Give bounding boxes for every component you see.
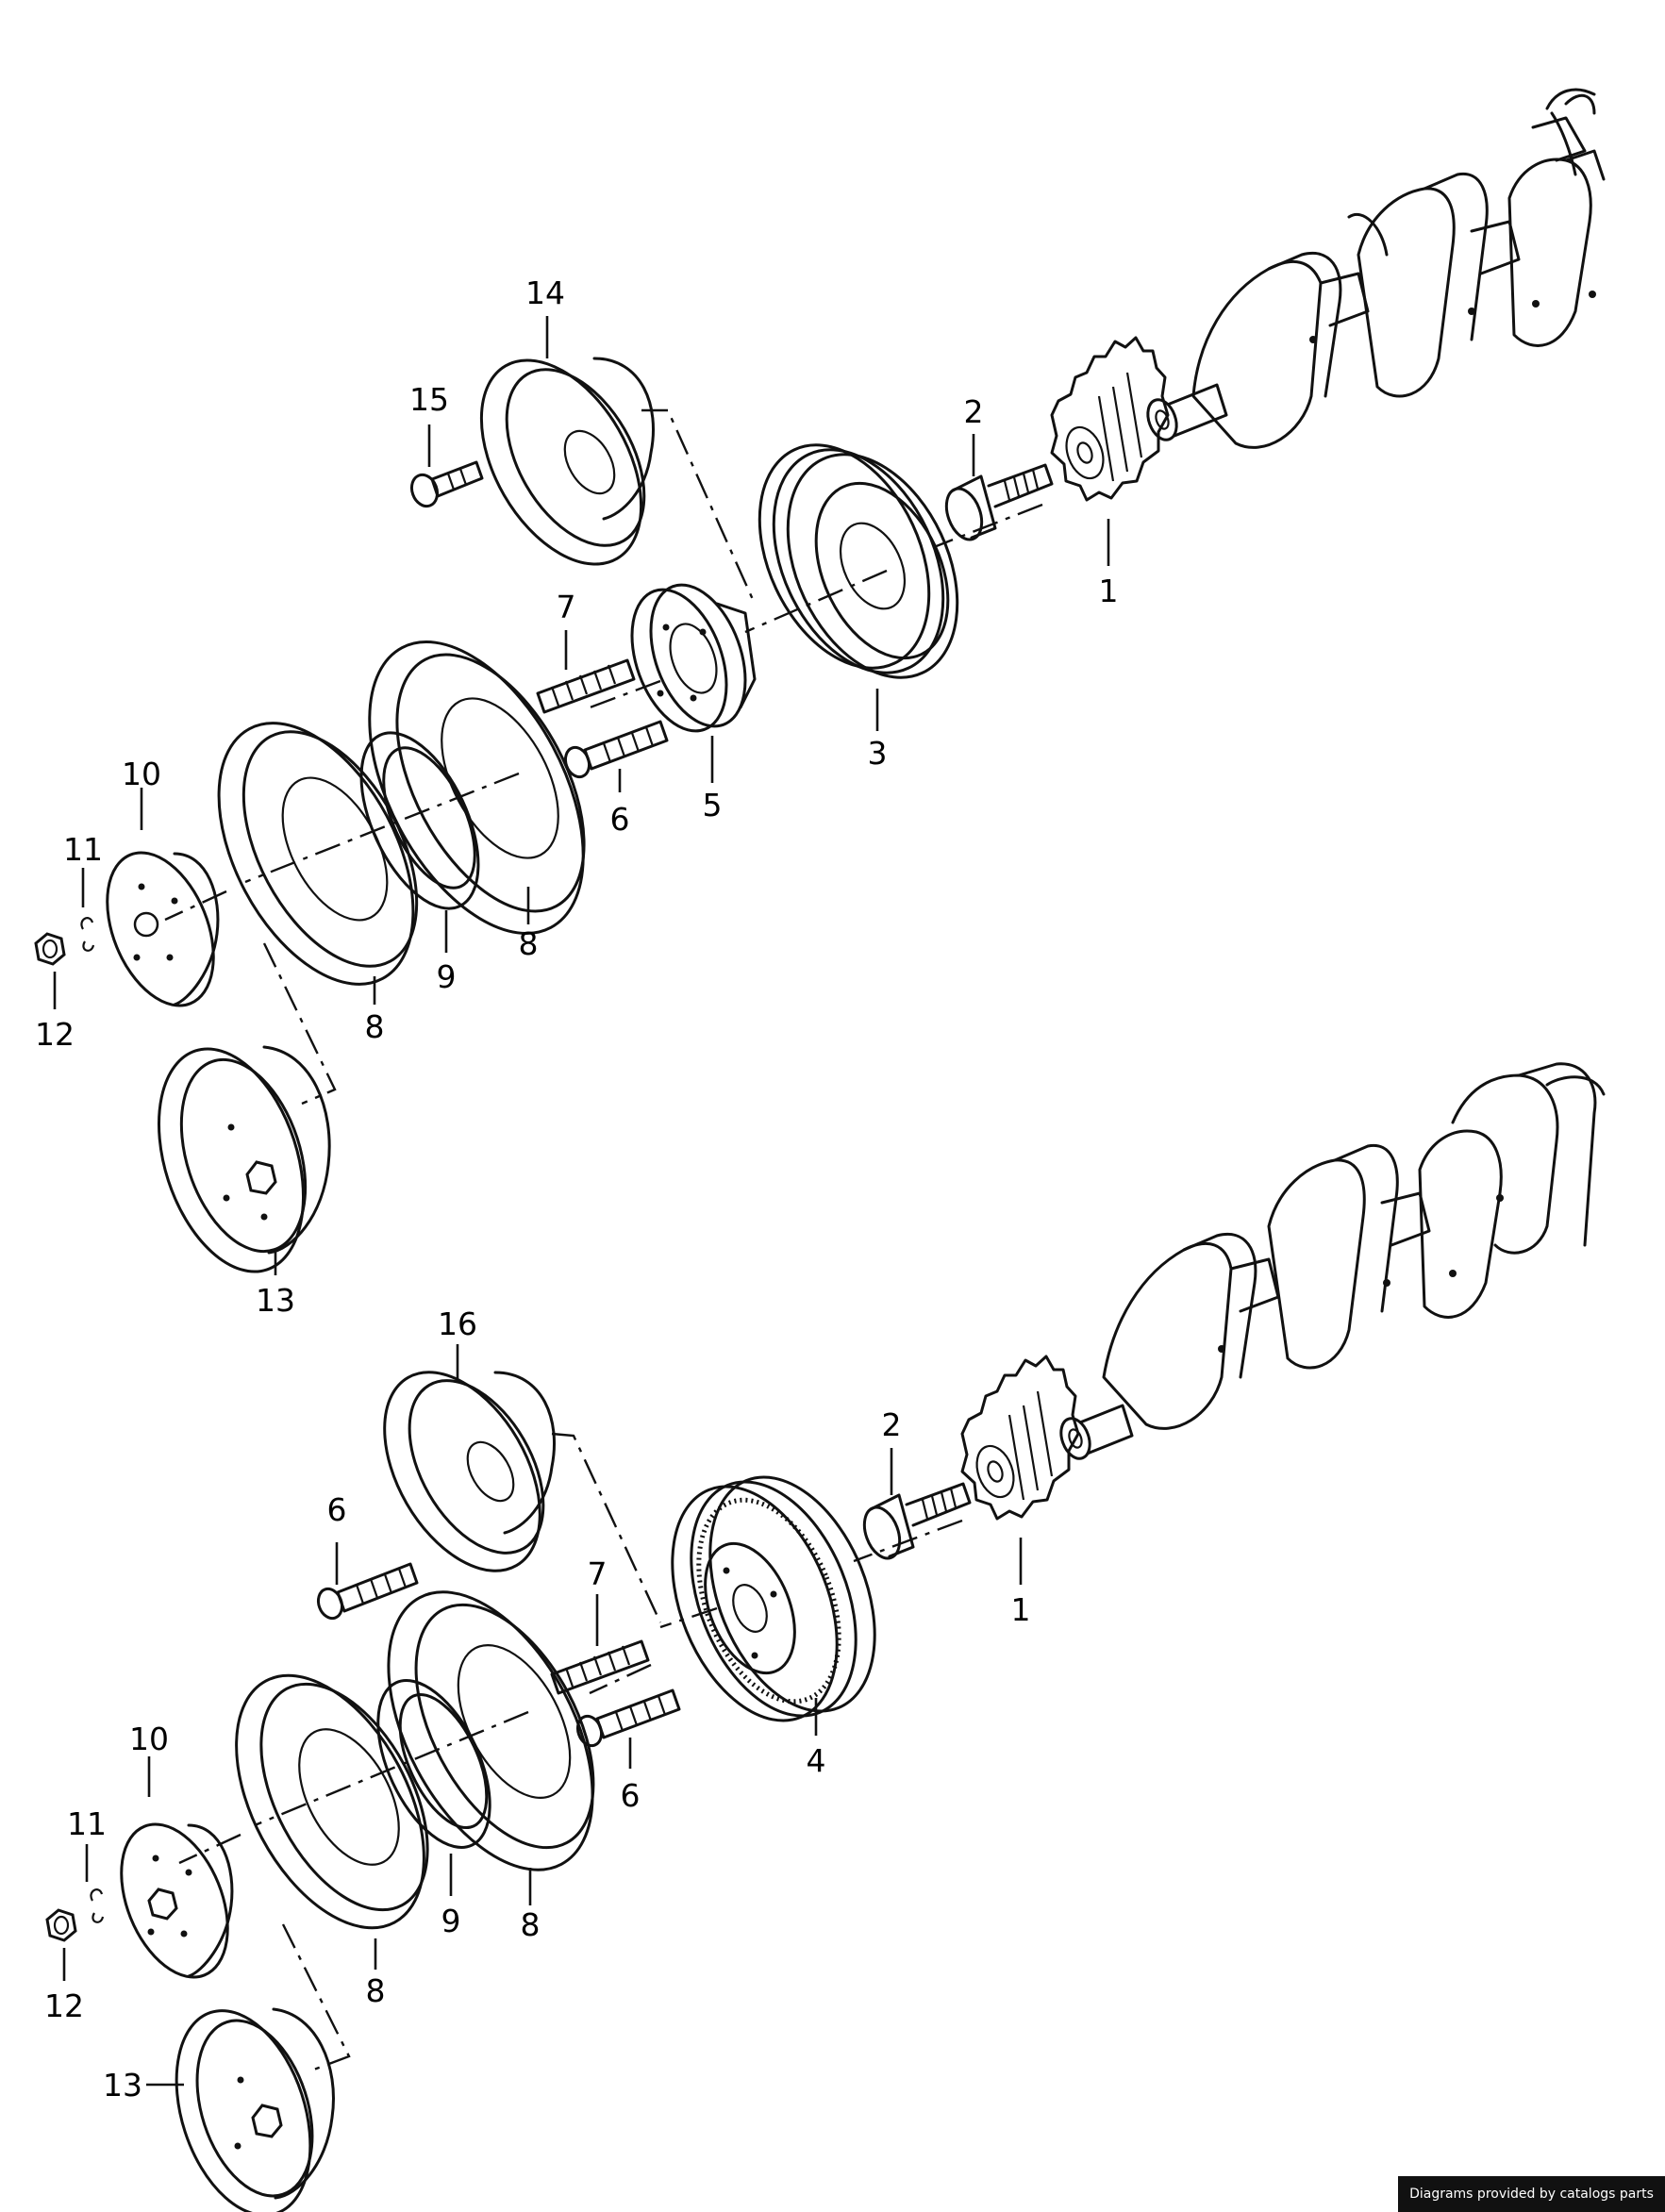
part-labels-lower: 16 6 2 1 7 4 6 10 11 12 8 9 8 13 [44,1306,1031,2104]
stud-upper [536,658,636,714]
nut-12-upper [34,932,66,966]
label-4: 4 [807,1742,826,1779]
crankshaft-upper [1146,88,1606,449]
label-13-lower: 13 [103,2067,142,2104]
sprocket-upper [1050,336,1170,502]
label-10: 10 [122,756,161,792]
label-10-lower: 10 [129,1721,169,1757]
upper-assembly [34,88,1606,1273]
pulley-hub-upper [630,583,757,733]
label-1: 1 [1099,573,1119,609]
stud-lower [550,1639,650,1695]
label-12: 12 [35,1016,75,1053]
sprocket-bolt-lower [862,1482,972,1560]
label-11: 11 [63,831,103,868]
damper-bolt-lower [575,1688,681,1748]
label-2-lower: 2 [882,1406,902,1443]
pulley-14 [479,357,655,566]
footer-credit: Diagrams provided by catalogs parts [1398,2176,1665,2212]
crank-pulley-upper [758,443,959,679]
part-labels-upper: 14 15 2 1 7 3 5 6 10 11 12 8 9 8 13 [35,274,1119,1319]
label-8c: 8 [521,1906,541,1943]
damper-disc-8d [235,1673,429,1930]
vibration-damper-4 [671,1475,876,1722]
lower-assembly [45,1062,1606,2212]
label-15: 15 [409,381,449,418]
nut-12-lower [45,1908,77,1942]
bolt-6-lower-left [316,1562,419,1621]
label-2: 2 [964,393,984,430]
label-11-lower: 11 [67,1805,107,1842]
label-9: 9 [437,958,457,995]
washer-11-lower [90,1888,105,1923]
spacer-ring-9 [359,731,480,910]
label-7: 7 [557,589,576,625]
label-16: 16 [438,1306,477,1342]
label-6: 6 [610,801,630,838]
label-9-lower: 9 [441,1903,461,1939]
pulley-13-lower [175,2007,335,2212]
spacer-ring-9-lower [376,1679,491,1849]
label-5: 5 [703,787,723,823]
label-12-lower: 12 [44,1987,84,2024]
label-13: 13 [256,1282,295,1319]
label-8b: 8 [365,1008,385,1045]
label-14: 14 [525,274,565,311]
label-6-lower: 6 [621,1777,641,1814]
label-7-lower: 7 [588,1555,608,1592]
pulley-13-upper [157,1045,331,1273]
flange-10-lower [120,1822,234,1979]
label-8d: 8 [366,1972,386,2009]
label-1-lower: 1 [1011,1591,1031,1628]
label-6-upper-left: 6 [327,1491,347,1528]
washer-11-upper [80,917,95,952]
pulley-16 [383,1371,556,1572]
label-3: 3 [868,735,888,772]
crankshaft-lower [1059,1062,1606,1460]
damper-disc-8b [217,722,419,986]
label-8a: 8 [519,925,539,962]
sprocket-lower [960,1355,1080,1521]
bolt-15 [409,460,484,508]
pulley-bolt-upper [563,720,669,779]
sprocket-bolt-upper [944,463,1054,541]
flange-10 [106,851,220,1007]
centerlines-lower [178,1432,963,2072]
centerlines-upper [164,408,1043,1106]
